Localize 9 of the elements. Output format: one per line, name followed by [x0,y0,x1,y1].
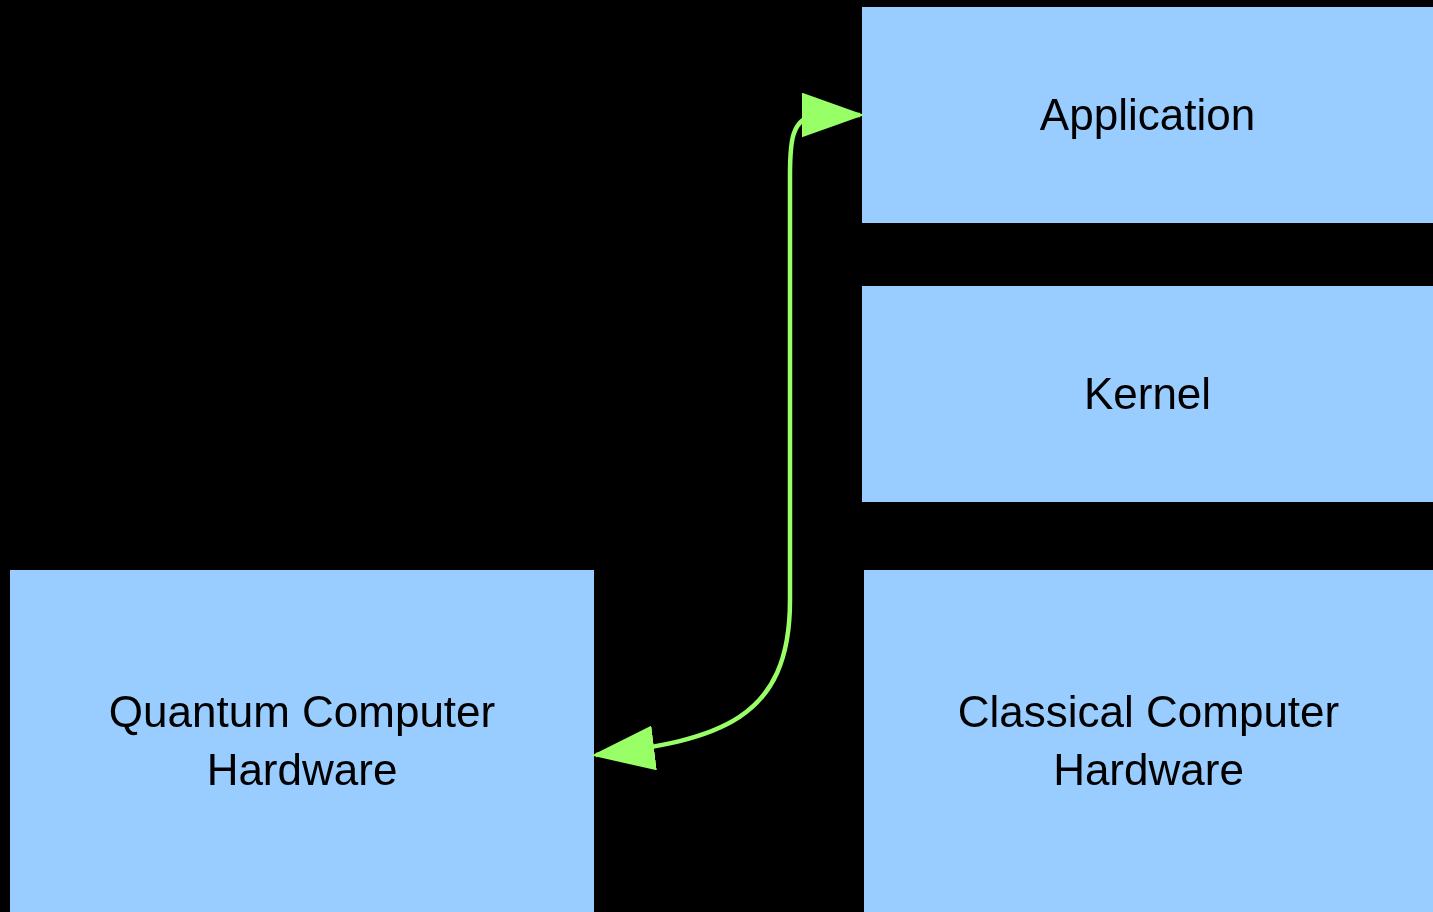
box-label: Quantum Computer Hardware [107,686,497,796]
box-label: Classical Computer Hardware [956,686,1341,796]
layer-box [862,7,1433,223]
box-label: Kernel [1083,368,1212,420]
layer-box [10,570,594,912]
box-label: Application [1039,89,1256,141]
arrow [591,92,865,770]
layer-box [864,570,1433,912]
layer-box [862,286,1433,502]
